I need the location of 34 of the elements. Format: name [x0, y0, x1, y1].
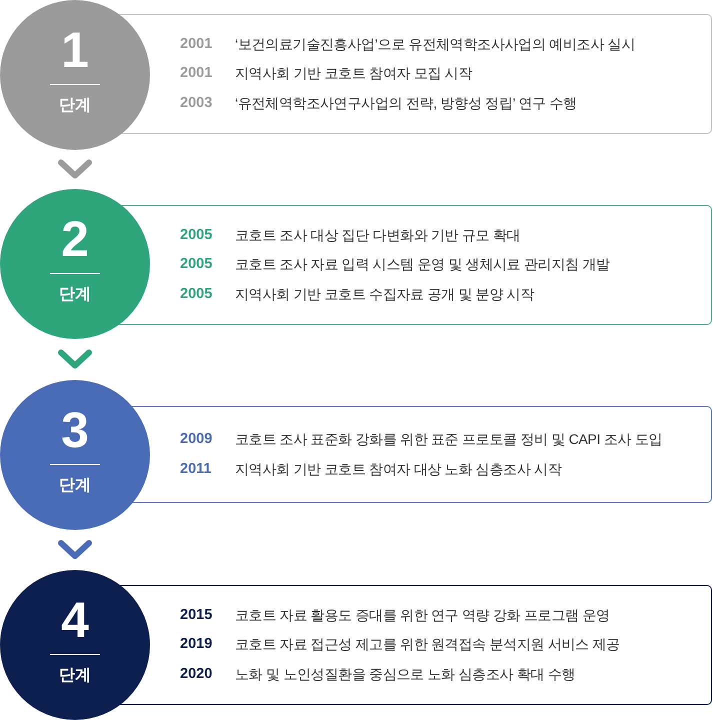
event-text: 노화 및 노인성질환을 중심으로 노화 심층조사 확대 수행	[235, 664, 576, 684]
year-label: 2009	[180, 430, 212, 449]
event-text: 코호트 자료 활용도 증대를 위한 연구 역량 강화 프로그램 운영	[235, 606, 610, 625]
stage-label: 단계	[59, 96, 91, 115]
year-label: 2020	[180, 664, 212, 684]
year-label: 2019	[180, 635, 212, 654]
stage-number: 4	[61, 596, 89, 644]
year-label: 2011	[180, 460, 212, 478]
year-label: 2001	[180, 34, 212, 54]
year-label: 2015	[180, 606, 212, 625]
year-label: 2005	[180, 284, 212, 304]
stage-label: 단계	[59, 476, 91, 495]
event-text: ‘보건의료기술진흥사업’으로 유전체역학조사사업의 예비조사 실시	[235, 34, 635, 54]
event-text: 지역사회 기반 코호트 참여자 모집 시작	[235, 64, 472, 84]
event-text: 코호트 조사 대상 집단 다변화와 기반 규모 확대	[235, 226, 520, 245]
stage-label: 단계	[59, 666, 91, 685]
stage-label: 단계	[59, 285, 91, 304]
event-text: 코호트 조사 표준화 강화를 위한 표준 프로토콜 정비 및 CAPI 조사 도입	[235, 430, 662, 449]
stage-number: 2	[61, 215, 89, 263]
timeline-panel	[150, 406, 712, 503]
stage-number: 3	[61, 406, 89, 454]
year-label: 2005	[180, 255, 212, 274]
year-label: 2003	[180, 94, 212, 113]
year-label: 2001	[180, 64, 212, 84]
timeline-panel	[150, 585, 712, 705]
timeline-panel	[150, 14, 712, 134]
event-text: 코호트 자료 접근성 제고를 위한 원격접속 분석지원 서비스 제공	[235, 635, 620, 654]
event-text: 지역사회 기반 코호트 참여자 대상 노화 심층조사 시작	[235, 460, 562, 478]
event-text: 지역사회 기반 코호트 수집자료 공개 및 분양 시작	[235, 284, 534, 304]
event-text: 코호트 조사 자료 입력 시스템 운영 및 생체시료 관리지침 개발	[235, 255, 610, 274]
timeline-panel	[150, 205, 712, 325]
stage-number: 1	[61, 26, 89, 74]
year-label: 2005	[180, 226, 212, 245]
event-text: ‘유전체역학조사연구사업의 전략, 방향성 정립’ 연구 수행	[235, 94, 577, 113]
